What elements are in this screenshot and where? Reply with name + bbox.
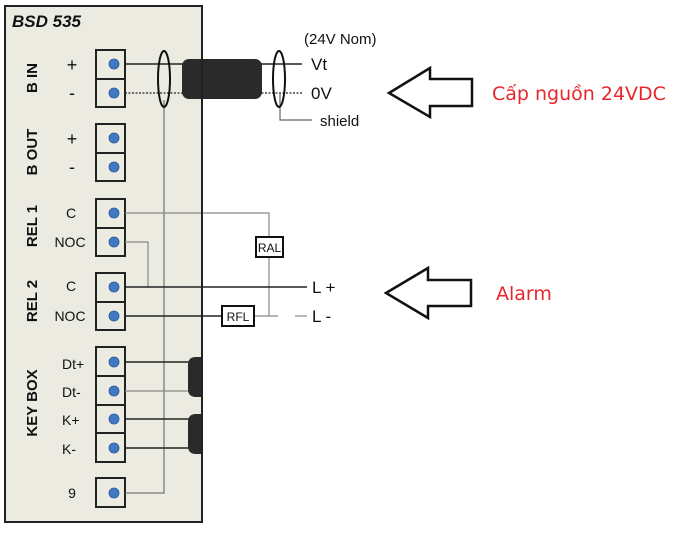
group-label-rel1: REL 1: [24, 205, 41, 247]
terminal-label-k-minus: K-: [62, 441, 76, 457]
screw-bin-plus: [108, 58, 120, 70]
power-shield-label: shield: [320, 113, 359, 130]
screw-rel1-noc: [108, 236, 120, 248]
group-label-b-out: B OUT: [24, 129, 41, 176]
wire-shield-external: [279, 94, 312, 121]
screw-bout-minus: [108, 161, 120, 173]
terminal-label-k-plus: K+: [62, 412, 80, 428]
group-label-rel2: REL 2: [24, 280, 41, 322]
power-0v-label: 0V: [311, 84, 332, 103]
group-label-b-in: B IN: [24, 63, 41, 93]
wire-rel1-noc: [125, 241, 149, 287]
power-annotation: Cấp nguồn 24VDC: [492, 83, 666, 105]
terminal-label-rel2-c: C: [66, 278, 76, 294]
cable-dt: [188, 357, 202, 397]
terminal-blocks: [95, 49, 126, 508]
terminal-label-rel1-c: C: [66, 205, 76, 221]
terminal-label-9: 9: [68, 485, 76, 501]
terminal-label-bin-minus: -: [69, 83, 75, 103]
power-arrow-icon: [386, 65, 474, 120]
screw-k-minus: [108, 442, 120, 454]
output-l-plus-label: L +: [312, 278, 336, 297]
screw-9: [108, 487, 120, 499]
wire-rel1-c: [125, 212, 270, 237]
terminal-screws: [108, 58, 120, 499]
power-nominal-label: (24V Nom): [304, 31, 377, 48]
power-vt-label: Vt: [311, 55, 327, 74]
terminal-label-bout-minus: -: [69, 157, 75, 177]
shield-ellipse-outer: [272, 50, 286, 108]
device-title: BSD 535: [12, 12, 82, 31]
screw-dt-minus: [108, 385, 120, 397]
power-cable-body: [182, 59, 262, 99]
output-l-minus-label: L -: [312, 307, 331, 326]
screw-rel2-c: [108, 281, 120, 293]
cable-k: [188, 414, 202, 454]
ral-resistor: [255, 236, 284, 258]
shield-ellipse-inner: [157, 50, 171, 108]
screw-rel1-c: [108, 207, 120, 219]
screw-bin-minus: [108, 87, 120, 99]
ral-label: RAL: [258, 241, 282, 255]
screw-dt-plus: [108, 356, 120, 368]
terminal-label-dt-minus: Dt-: [62, 384, 81, 400]
alarm-annotation: Alarm: [496, 283, 552, 305]
terminal-label-rel2-noc: NOC: [54, 308, 85, 324]
wire-shield-drain: [125, 100, 165, 494]
screw-k-plus: [108, 413, 120, 425]
terminal-label-rel1-noc: NOC: [54, 234, 85, 250]
terminal-label-bin-plus: +: [67, 55, 78, 75]
terminal-label-bout-plus: +: [67, 129, 78, 149]
group-label-key-box: KEY BOX: [24, 369, 41, 436]
rfl-label: RFL: [227, 310, 250, 324]
terminal-label-dt-plus: Dt+: [62, 356, 84, 372]
rfl-resistor: [221, 305, 255, 327]
screw-rel2-noc: [108, 310, 120, 322]
alarm-arrow-icon: [383, 265, 473, 321]
screw-bout-plus: [108, 132, 120, 144]
